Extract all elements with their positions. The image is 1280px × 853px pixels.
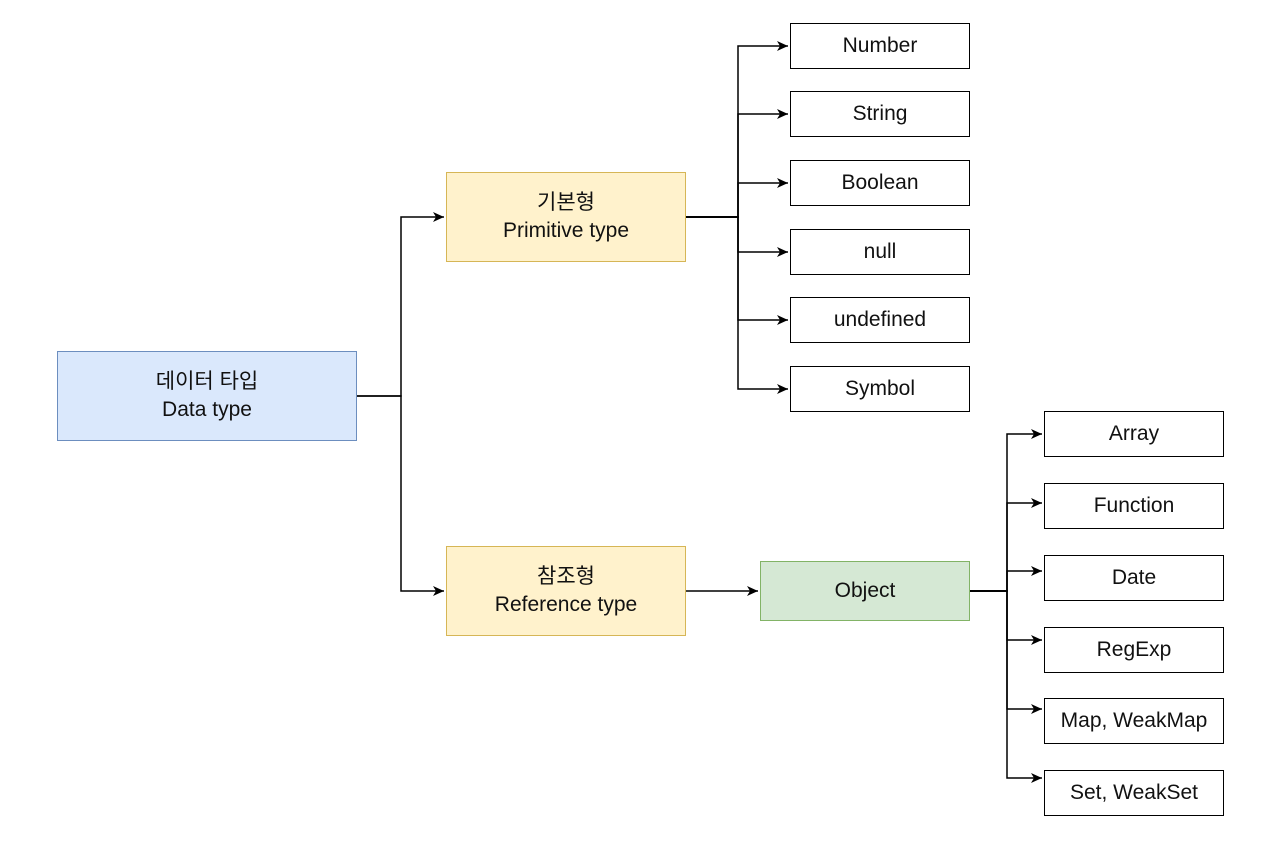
data-type-node: 데이터 타입 Data type [57, 351, 357, 441]
edge-root-reference [357, 395, 444, 596]
object-label: Object [834, 579, 896, 602]
date-label: Date [1111, 566, 1157, 589]
undefined-node: undefined [790, 297, 970, 343]
edge-root-primitive [357, 212, 444, 397]
array-label: Array [1108, 422, 1160, 445]
edge-primitive-symbol [686, 216, 788, 394]
function-node: Function [1044, 483, 1224, 529]
boolean-label: Boolean [841, 171, 919, 194]
reference-type-node: 참조형 Reference type [446, 546, 686, 636]
reference-type-label-ko: 참조형 [537, 565, 595, 588]
edge-object-set [970, 590, 1042, 783]
edge-object-regexp [970, 590, 1042, 645]
number-label: Number [842, 34, 918, 57]
map-weakmap-label: Map, WeakMap [1060, 709, 1208, 732]
edge-object-function [970, 498, 1042, 592]
reference-type-label-en: Reference type [494, 593, 638, 616]
primitive-type-node: 기본형 Primitive type [446, 172, 686, 262]
data-type-label-en: Data type [162, 398, 252, 421]
object-node: Object [760, 561, 970, 621]
edge-primitive-undefined [686, 216, 788, 325]
date-node: Date [1044, 555, 1224, 601]
edge-object-date [970, 566, 1042, 592]
array-node: Array [1044, 411, 1224, 457]
edge-primitive-string [686, 109, 788, 218]
undefined-label: undefined [833, 308, 927, 331]
edge-primitive-number [686, 41, 788, 218]
null-label: null [863, 240, 897, 263]
regexp-label: RegExp [1096, 638, 1172, 661]
set-weakset-node: Set, WeakSet [1044, 770, 1224, 816]
null-node: null [790, 229, 970, 275]
data-type-label-ko: 데이터 타입 [155, 370, 259, 393]
map-weakmap-node: Map, WeakMap [1044, 698, 1224, 744]
edge-object-map [970, 590, 1042, 714]
primitive-type-label-ko: 기본형 [537, 191, 595, 214]
primitive-type-label-en: Primitive type [502, 219, 630, 242]
edge-primitive-null [686, 216, 788, 257]
boolean-node: Boolean [790, 160, 970, 206]
string-label: String [852, 102, 908, 125]
set-weakset-label: Set, WeakSet [1069, 781, 1198, 804]
string-node: String [790, 91, 970, 137]
symbol-label: Symbol [844, 377, 916, 400]
symbol-node: Symbol [790, 366, 970, 412]
function-label: Function [1093, 494, 1175, 517]
number-node: Number [790, 23, 970, 69]
edge-primitive-boolean [686, 178, 788, 218]
regexp-node: RegExp [1044, 627, 1224, 673]
edge-object-array [970, 429, 1042, 592]
